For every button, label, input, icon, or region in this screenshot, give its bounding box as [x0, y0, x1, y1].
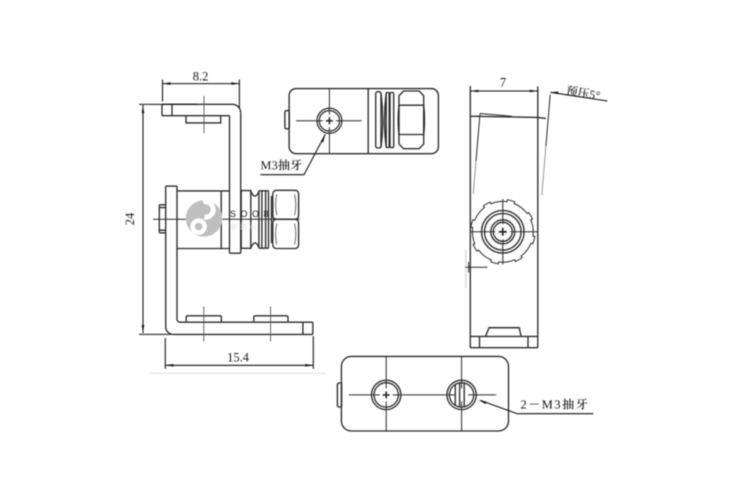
svg-text:SOO8: SOO8	[230, 209, 273, 219]
svg-text:15.4: 15.4	[227, 351, 250, 365]
svg-text:24: 24	[123, 212, 137, 225]
svg-text:8.2: 8.2	[193, 70, 209, 84]
svg-text:7: 7	[500, 76, 506, 90]
